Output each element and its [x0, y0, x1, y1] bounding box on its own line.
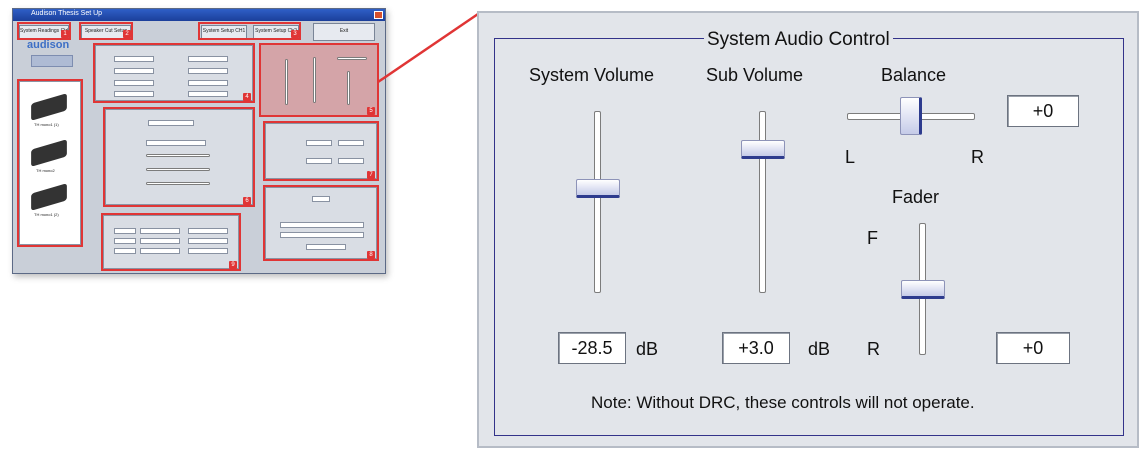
- memory-button[interactable]: [114, 238, 136, 244]
- delay-grid[interactable]: [280, 222, 364, 228]
- badge-number: 9: [229, 261, 237, 269]
- memory-select[interactable]: [140, 228, 180, 234]
- amplifier-label: TH mono1 (1): [34, 122, 59, 127]
- input-settings-panel: [95, 45, 253, 101]
- balance-left-label: L: [845, 147, 856, 167]
- badge-number: 6: [243, 197, 251, 205]
- sub-volume-unit: dB: [808, 339, 831, 359]
- mini-slider-track: [337, 57, 367, 60]
- thumbnail-title: Audison Thesis Set Up: [31, 10, 103, 17]
- highlight-speaker-phase: [263, 121, 379, 181]
- close-icon[interactable]: [374, 11, 383, 19]
- system-volume-slider-track[interactable]: [594, 111, 601, 293]
- input-field[interactable]: [114, 80, 154, 86]
- mini-slider-track: [313, 57, 316, 103]
- delay-panel: [265, 187, 377, 259]
- system-volume-label: System Volume: [529, 65, 655, 85]
- speaker-phase-panel: [265, 123, 377, 179]
- badge-number: 2: [123, 30, 131, 38]
- highlight-memory: [101, 213, 241, 271]
- thesis-logo: [31, 55, 73, 67]
- fader-label: Fader: [892, 187, 940, 207]
- balance-slider-thumb[interactable]: [900, 97, 922, 135]
- input-field[interactable]: [188, 80, 228, 86]
- highlight-delay: [263, 185, 379, 261]
- mini-slider-track: [347, 71, 350, 105]
- system-volume-value[interactable]: -28.5: [558, 332, 626, 364]
- system-audio-control-zoom: System Audio Control System Volume -28.5…: [477, 11, 1139, 448]
- memory-button[interactable]: [114, 248, 136, 254]
- input-field[interactable]: [188, 68, 228, 74]
- amplifier-list[interactable]: TH mono1 (1) TH mono2 TH mono1 (2): [19, 81, 81, 245]
- highlight-top-left: [17, 22, 71, 40]
- badge-number: 1: [61, 30, 69, 38]
- crossover-mode-select[interactable]: [148, 120, 194, 126]
- delay-grid[interactable]: [280, 232, 364, 238]
- memory-select[interactable]: [140, 248, 180, 254]
- crossover-panel: [105, 109, 253, 205]
- amplifier-label: TH mono1 (2): [34, 212, 59, 217]
- input-field[interactable]: [188, 91, 228, 97]
- badge-number: 7: [367, 171, 375, 179]
- sub-volume-slider-track[interactable]: [759, 111, 766, 293]
- input-field[interactable]: [114, 68, 154, 74]
- memory-select[interactable]: [188, 228, 228, 234]
- input-field[interactable]: [188, 56, 228, 62]
- exit-button[interactable]: Exit: [313, 23, 375, 41]
- highlight-system-audio-control: [259, 43, 379, 117]
- memory-select[interactable]: [188, 238, 228, 244]
- highlight-input-settings: [93, 43, 255, 103]
- delay-field[interactable]: [312, 196, 330, 202]
- delay-field[interactable]: [306, 244, 346, 250]
- mini-slider-track: [285, 59, 288, 105]
- mini-slider-track[interactable]: [146, 168, 210, 171]
- phase-button[interactable]: [338, 158, 364, 164]
- sub-volume-value[interactable]: +3.0: [722, 332, 790, 364]
- highlight-crossover: [103, 107, 255, 207]
- badge-number: 5: [367, 107, 375, 115]
- memory-select[interactable]: [140, 238, 180, 244]
- fader-front-label: F: [867, 228, 878, 248]
- audison-logo: audison: [27, 39, 70, 51]
- drc-note: Note: Without DRC, these controls will n…: [591, 393, 975, 412]
- balance-value[interactable]: +0: [1007, 95, 1079, 127]
- app-window-thumbnail: Audison Thesis Set Up System Readings Ct…: [12, 8, 386, 274]
- callout-line: [377, 12, 479, 84]
- mini-slider-track[interactable]: [146, 182, 210, 185]
- phase-button[interactable]: [306, 140, 332, 146]
- memory-button[interactable]: [114, 228, 136, 234]
- amplifier-label: TH mono2: [36, 168, 55, 173]
- mini-slider-track[interactable]: [146, 154, 210, 157]
- phase-button[interactable]: [338, 140, 364, 146]
- balance-right-label: R: [971, 147, 984, 167]
- badge-number: 3: [291, 30, 299, 38]
- input-field[interactable]: [114, 91, 154, 97]
- sub-volume-label: Sub Volume: [706, 65, 804, 85]
- system-volume-unit: dB: [636, 339, 659, 359]
- memory-select[interactable]: [188, 248, 228, 254]
- badge-number: 8: [367, 251, 375, 259]
- balance-label: Balance: [881, 65, 947, 85]
- input-field[interactable]: [114, 56, 154, 62]
- crossover-type-select[interactable]: [146, 140, 206, 146]
- fader-slider-thumb[interactable]: [901, 279, 945, 299]
- fader-value[interactable]: +0: [996, 332, 1070, 364]
- sub-volume-slider-thumb[interactable]: [741, 140, 785, 160]
- memory-panel: [103, 215, 239, 269]
- phase-button[interactable]: [306, 158, 332, 164]
- badge-number: 4: [243, 93, 251, 101]
- highlight-top-right: [198, 22, 301, 40]
- thumbnail-titlebar: Audison Thesis Set Up: [13, 9, 385, 21]
- system-volume-slider-thumb[interactable]: [576, 179, 620, 199]
- group-title: System Audio Control: [704, 29, 893, 51]
- fader-rear-label: R: [867, 339, 880, 359]
- highlight-top-mid: [79, 22, 133, 40]
- highlight-amplifier-list: [17, 79, 83, 247]
